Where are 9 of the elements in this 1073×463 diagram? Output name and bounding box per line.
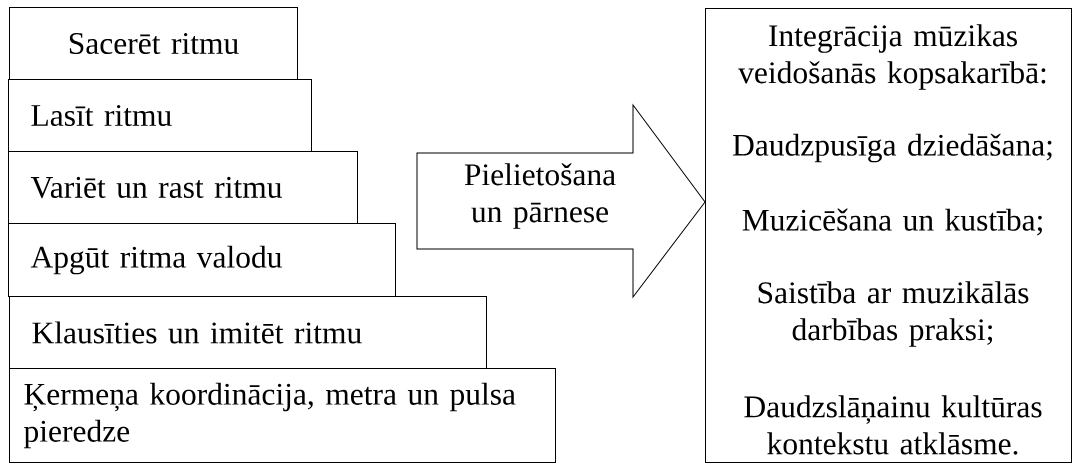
step-box: Lasīt ritmu [8,79,312,152]
block-arrow [416,104,706,298]
text-box: Integrācija mūzikas veidošanās kopsakarībā: Daudzpusīga dziedāšana; Muzicēšana un kustība; Saistība ar muzikālās darbības praksi; Daudzslāņainu kultūras kontekstu atklāsme. [705,8,1072,463]
step-box: Ķermeņa koordinācija, metra un pulsa pieredze [9,368,556,463]
step-box: Variēt un rast ritmu [8,151,358,224]
step-box: Klausīties un imitēt ritmu [9,296,487,369]
edge-label: Pielietošana un pārnese [464,163,616,229]
step-box: Apgūt ritma valodu [8,223,396,297]
step-box: Sacerēt ritmu [9,7,298,80]
